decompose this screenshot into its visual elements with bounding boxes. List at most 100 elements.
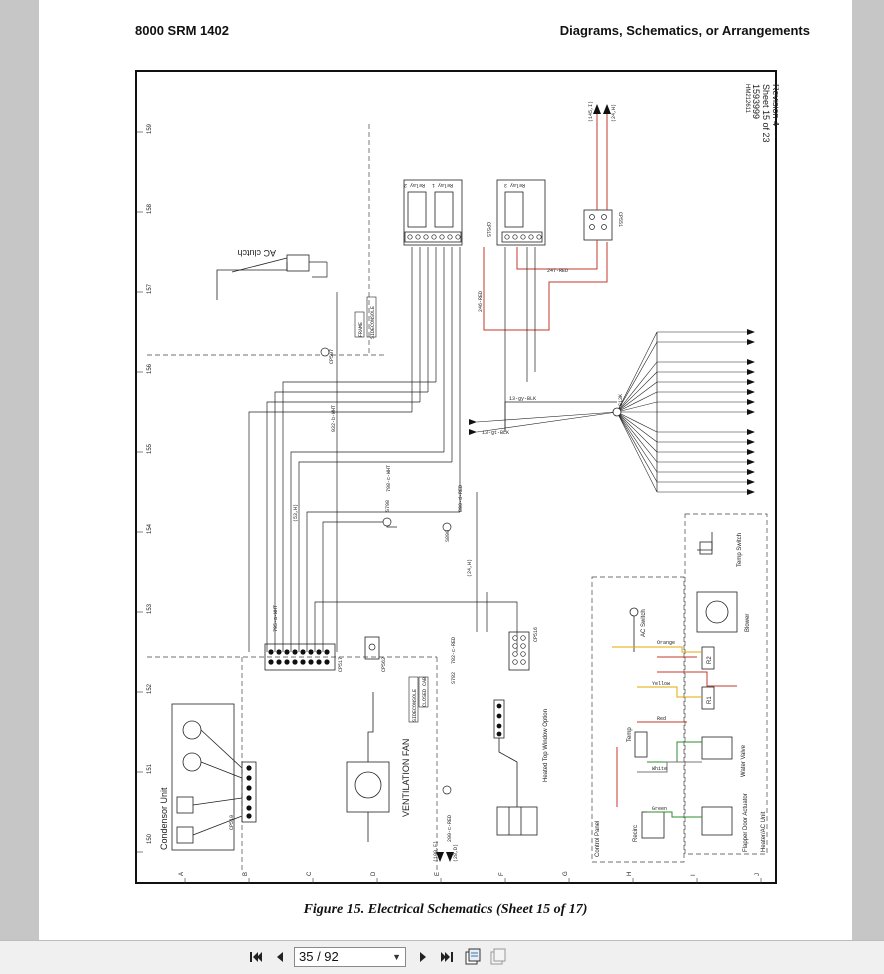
drawing-number: 1593999 [751,84,761,119]
zone-label: A [179,872,185,876]
zone-label: J [755,873,761,876]
drawing-sheet: Sheet 15 of 23 [761,84,771,143]
zone-label: B [243,872,249,876]
zone-numbers: 159 158 157 156 155 154 153 152 151 150 … [147,123,761,876]
wire-color-label: Yellow [652,681,670,687]
connector-label: CP517 [338,657,344,672]
wire-labels: 795-a-WHT 798-c-WHT 890-d-RED 932-b-WHT … [273,268,568,842]
wire-label: 13-gy-BLK [509,396,536,402]
document-page: 8000 SRM 1402 Diagrams, Schematics, or A… [39,0,852,940]
heater-unit-label: Heater/AC Unit [761,811,767,852]
ac-clutch-label: AC clutch [237,248,276,258]
last-page-icon [441,952,453,962]
ref-label: (53,H) [293,504,299,522]
page-number-value: 35 / 92 [299,949,339,964]
zone-label: I [691,874,697,876]
zone-label: C [307,871,313,876]
wire-label: 247-RED [547,268,568,274]
schematic-svg: 159 158 157 156 155 154 153 152 151 150 … [137,84,779,884]
drawing-id-block: 1593999 Sheet 15 of 23 Revision 4 HM2126… [744,84,779,143]
condenser-label: Condensor Unit [159,787,169,850]
relay-block [403,179,613,246]
relay-label: Relay 3 [504,182,525,188]
splice-node: S13K [612,394,624,417]
zone-label: 152 [147,683,153,694]
ref-labels: (145,I) (24,H) (100,F) (28,D) (53,H) (24… [293,101,617,862]
zone-label: D [371,871,377,876]
fan-arrows [469,329,755,495]
ventilation-fan [346,692,390,842]
zone-label: 156 [147,363,153,374]
relay-label: Relay 2 [404,182,425,188]
ref-label: (145,I) [588,101,594,122]
heated-window-label: Heated Top Window Option [543,709,549,782]
schematic-diagram: 159 158 157 156 155 154 153 152 151 150 … [135,70,779,884]
prev-page-icon [277,952,283,962]
r2-label: R2 [707,656,713,664]
wire-color-label: White [652,766,667,772]
zone-label: 158 [147,203,153,214]
connector-labels: CP517 CP510 CP562 CP507 CP516 S798 S890 … [229,349,539,830]
tag-label: SIDECONSOLE [412,689,418,722]
connector-label: CP516 [533,627,539,642]
ac-clutch-symbol [216,254,327,300]
splice-label: S13K [618,394,624,406]
wire-label: 932-b-WHT [331,405,337,432]
ventilation-label: VENTILATION FAN [401,739,411,817]
wire-label: 200-c-RED [447,815,453,842]
recirc-label: Recirc [633,825,639,842]
connector-label: CP562 [381,657,387,672]
ref-label: (24,H) [467,559,473,577]
tag-label: SIDECONSOLE [370,306,376,339]
ref-label: (28,D) [453,844,459,862]
drawing-revision: Revision 4 [771,84,779,126]
export-page-icon [465,948,481,965]
drawing-part: HM212611 [744,84,750,114]
zone-label: E [435,872,441,876]
heated-window [496,738,538,836]
zone-label: 154 [147,523,153,534]
red-wires [483,112,737,807]
connector-pins [246,649,502,819]
wire-label: 13-gt-BLK [482,430,509,436]
page-number-select[interactable]: 35 / 92 ▼ [294,947,406,967]
condenser-unit [171,703,243,851]
zone-marks [137,131,762,884]
zone-label: F [499,872,505,876]
flapper-label: Flapper Door Actuator [743,793,749,852]
next-page-button[interactable] [413,947,433,967]
ref-label: (24,H) [611,104,617,122]
zone-label: 157 [147,283,153,294]
figure-caption: Figure 15. Electrical Schematics (Sheet … [303,902,588,917]
splice-label: S890 [445,530,451,542]
water-valve-label: Water Valve [741,744,747,777]
splice-label: S798 [385,500,391,512]
connector-label: CP551 [617,212,623,227]
wire-color-label: Green [652,806,667,812]
splice-label: S782 [451,672,457,684]
section-title: Diagrams, Schematics, or Arrangements [559,23,810,38]
first-page-button[interactable] [246,947,266,967]
copy-page-button[interactable] [489,948,507,966]
splice-fan [476,331,747,493]
relay-labels: Relay 2 Relay 1 Relay 3 CP515 CP551 [404,182,623,237]
prev-page-button[interactable] [270,947,290,967]
ref-label: (100,F) [433,841,439,862]
chevron-down-icon: ▼ [392,952,401,962]
next-page-icon [420,952,426,962]
connector-label: CP515 [485,222,491,237]
zone-label: H [627,872,633,876]
export-page-button[interactable] [464,948,482,966]
zone-label: G [563,871,569,876]
zone-label: 159 [147,123,153,134]
blower-label: Blower [745,614,751,632]
wire-color-label: Orange [657,640,675,646]
colored-wires [612,646,702,818]
black-wires [248,247,658,652]
connector-label: CP507 [329,349,335,364]
r1-label: R1 [707,696,713,704]
copy-page-icon [490,948,506,965]
connector-label: CP510 [229,815,235,830]
last-page-button[interactable] [437,947,457,967]
heater-ac-unit [629,532,738,839]
